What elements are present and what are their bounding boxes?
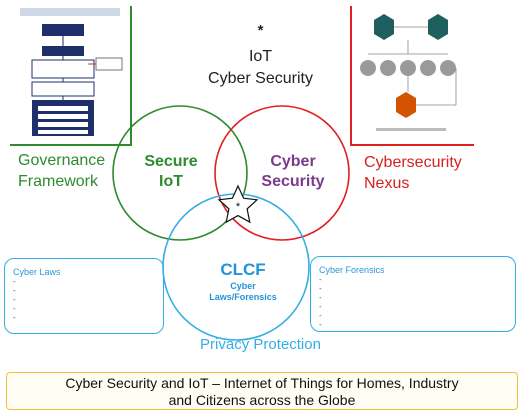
list-item: - <box>13 286 16 295</box>
governance-line-2: Framework <box>18 173 99 190</box>
secure-iot-line-1: Secure <box>144 153 198 170</box>
clcf-sub-line-1: Cyber <box>230 281 256 291</box>
cybersecurity-nexus-thumbnail <box>350 6 474 146</box>
list-item: - <box>13 277 16 286</box>
cybersecurity-nexus-label: Cybersecurity Nexus <box>364 152 462 194</box>
cyber-laws-box: Cyber Laws - - - - - <box>4 258 164 334</box>
cyber-security-line-1: Cyber <box>270 153 316 170</box>
secure-iot-line-2: IoT <box>159 173 183 190</box>
privacy-protection-label: Privacy Protection <box>200 336 321 353</box>
cyber-laws-title: Cyber Laws <box>13 267 61 277</box>
cyber-security-circle <box>214 105 350 241</box>
cyber-forensics-title: Cyber Forensics <box>319 265 385 275</box>
footer-line-1: Cyber Security and IoT – Internet of Thi… <box>65 375 459 391</box>
cyber-forensics-box: Cyber Forensics - - - - - - <box>310 256 516 332</box>
list-item: - <box>319 275 322 284</box>
governance-framework-label: Governance Framework <box>18 150 105 192</box>
cyber-security-label: Cyber Security <box>248 152 338 192</box>
governance-flowchart-image <box>20 8 123 136</box>
footer-caption: Cyber Security and IoT – Internet of Thi… <box>6 372 518 410</box>
secure-iot-label: Secure IoT <box>136 152 206 192</box>
list-item: - <box>13 295 16 304</box>
list-item: - <box>13 313 16 322</box>
list-item: - <box>319 320 322 329</box>
nexus-line-1: Cybersecurity <box>364 154 462 171</box>
cyber-security-line-2: Security <box>261 173 325 190</box>
center-star-icon: * <box>217 184 259 224</box>
top-cyber-security-label: Cyber Security <box>208 70 313 87</box>
list-item: - <box>13 304 16 313</box>
list-item: - <box>319 302 322 311</box>
governance-framework-thumbnail <box>10 6 132 146</box>
list-item: - <box>319 293 322 302</box>
nexus-line-2: Nexus <box>364 175 410 192</box>
list-item: - <box>319 311 322 320</box>
svg-text:*: * <box>236 201 241 213</box>
secure-iot-circle <box>112 105 248 241</box>
top-iot-label: IoT <box>248 48 273 65</box>
governance-line-1: Governance <box>18 152 106 169</box>
clcf-subtitle: Cyber Laws/Forensics <box>195 281 291 303</box>
list-item: - <box>319 284 322 293</box>
footer-line-2: and Citizens across the Globe <box>168 392 356 408</box>
clcf-sub-line-2: Laws/Forensics <box>209 292 277 302</box>
nexus-diagram-image <box>360 14 457 131</box>
top-asterisk: * <box>257 22 264 39</box>
clcf-label: CLCF <box>220 260 266 279</box>
